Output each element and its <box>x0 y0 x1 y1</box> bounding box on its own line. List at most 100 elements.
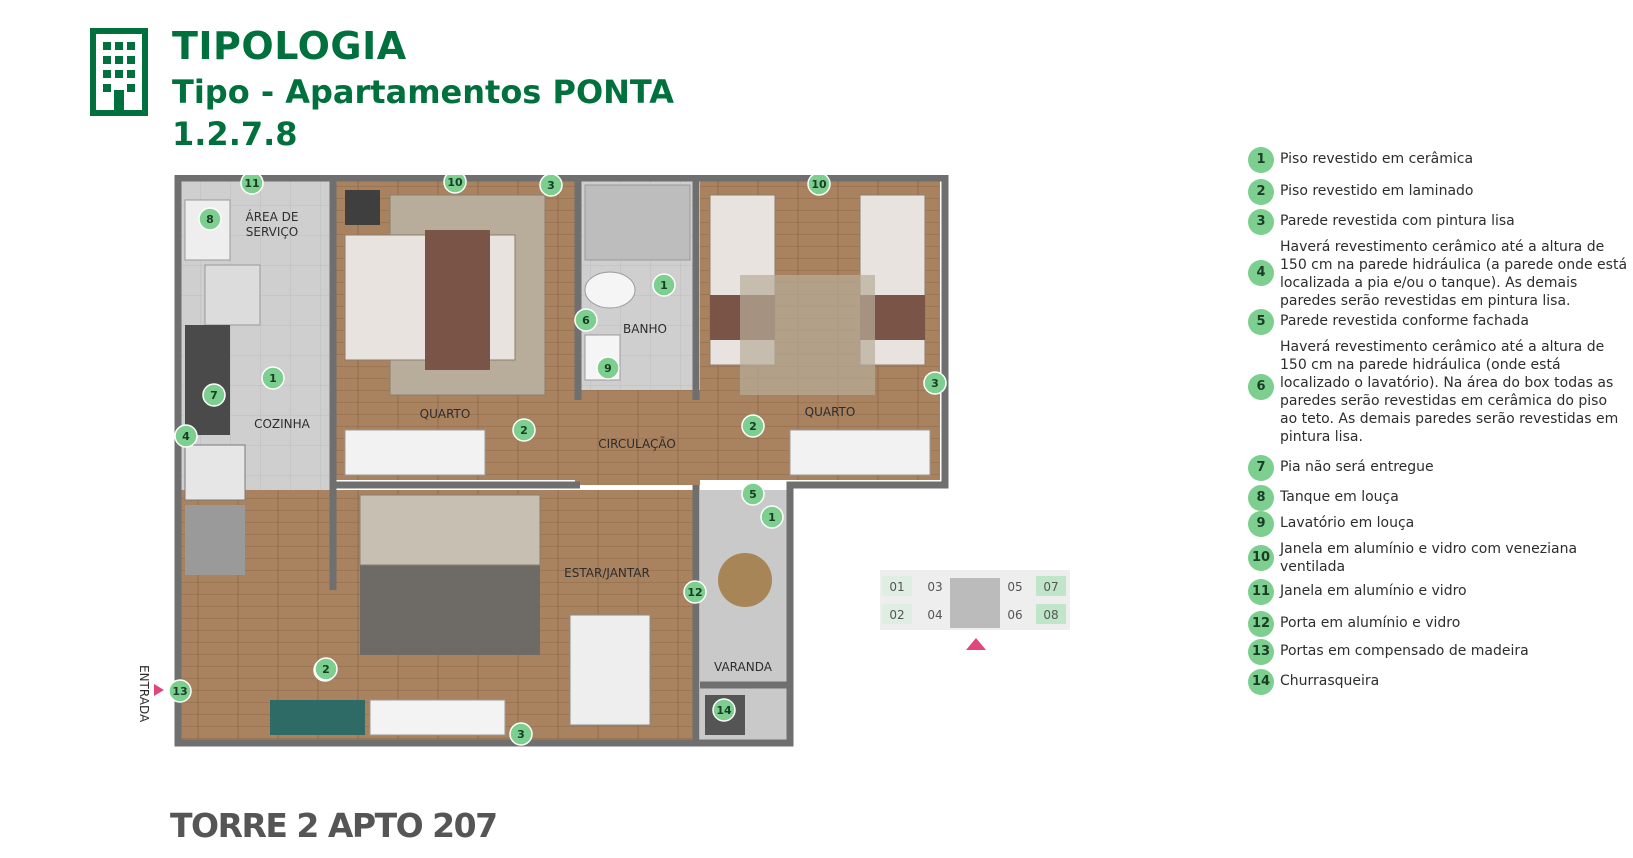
svg-text:13: 13 <box>172 685 187 698</box>
svg-text:10: 10 <box>447 176 463 189</box>
washing-machine <box>204 264 261 326</box>
entrance-label: ENTRADA <box>140 665 151 723</box>
svg-text:1: 1 <box>660 279 668 292</box>
marker: 2 <box>314 657 338 681</box>
kitchen-counter <box>185 325 230 435</box>
marker: 1 <box>760 505 784 529</box>
unit-numbers: 1.2.7.8 <box>172 115 298 153</box>
bench-green <box>270 700 365 735</box>
svg-text:4: 4 <box>182 430 190 443</box>
room-label-banho: BANHO <box>623 322 667 336</box>
legend-badge: 1 <box>1248 147 1274 173</box>
building-icon <box>90 28 148 116</box>
svg-text:3: 3 <box>931 377 939 390</box>
marker: 3 <box>539 175 563 197</box>
marker: 4 <box>174 424 198 448</box>
svg-text:1: 1 <box>269 372 277 385</box>
room-label-quarto-1: QUARTO <box>420 407 471 421</box>
fridge <box>185 505 245 575</box>
north-arrow-icon <box>966 638 986 650</box>
legend-badge: 13 <box>1248 639 1274 665</box>
legend-text: Tanque em louça <box>1280 489 1399 505</box>
page-subtitle: Tipo - Apartamentos PONTA <box>172 73 675 111</box>
legend-text: Haverá revestimento cerâmico até a altur… <box>1280 239 1628 309</box>
keyplan-unit: 01 <box>889 580 904 594</box>
svg-text:14: 14 <box>716 704 732 717</box>
floor-plan: ÁREA DE SERVIÇO COZINHA QUARTO BANHO CIR… <box>140 175 949 747</box>
legend-text: Piso revestido em cerâmica <box>1280 151 1474 167</box>
marker: 2 <box>512 418 536 442</box>
legend-text: Parede revestida com pintura lisa <box>1280 213 1515 229</box>
legend-text: Janela em alumínio e vidro <box>1280 583 1467 599</box>
legend-text: Churrasqueira <box>1280 673 1380 689</box>
room-label-estar-jantar: ESTAR/JANTAR <box>564 566 650 580</box>
toilet <box>584 271 636 309</box>
keyplan-unit: 07 <box>1043 580 1058 594</box>
marker: 8 <box>198 207 222 231</box>
marker: 13 <box>168 679 192 703</box>
legend-badge: 6 <box>1248 374 1274 400</box>
room-label-circulacao: CIRCULAÇÃO <box>598 436 676 451</box>
shower <box>584 184 691 261</box>
marker: 2 <box>741 414 765 438</box>
marker: 3 <box>923 371 947 395</box>
walls <box>174 175 949 747</box>
page-title: TIPOLOGIA <box>172 24 407 68</box>
svg-text:9: 9 <box>604 362 612 375</box>
legend-text: Portas em compensado de madeira <box>1280 643 1529 659</box>
legend-badge: 12 <box>1248 611 1274 637</box>
keyplan-unit: 05 <box>1007 580 1022 594</box>
marker: 3 <box>509 722 533 746</box>
marker: 10 <box>807 175 831 196</box>
keyplan-unit: 04 <box>927 608 942 622</box>
circulation-floor <box>575 390 700 485</box>
svg-text:12: 12 <box>687 586 702 599</box>
key-plan: 01 03 05 07 02 04 06 08 <box>880 570 1070 650</box>
svg-text:3: 3 <box>517 728 525 741</box>
sofa <box>359 494 541 566</box>
room-label-area-servico-2: SERVIÇO <box>246 225 298 239</box>
keyplan-unit: 02 <box>889 608 904 622</box>
legend-badge: 8 <box>1248 485 1274 511</box>
rug-bedroom-2 <box>740 275 875 395</box>
marker: 9 <box>596 356 620 380</box>
svg-text:7: 7 <box>210 389 218 402</box>
legend-text: Janela em alumínio e vidro com veneziana… <box>1280 541 1578 575</box>
marker: 1 <box>261 366 285 390</box>
legend-badge: 3 <box>1248 209 1274 235</box>
legend-text: Lavatório em louça <box>1280 515 1415 531</box>
blanket <box>425 230 490 370</box>
legend-text: Piso revestido em laminado <box>1280 183 1474 199</box>
marker: 1 <box>652 273 676 297</box>
svg-text:8: 8 <box>206 213 214 226</box>
legend-badge: 11 <box>1248 579 1274 605</box>
keyplan-unit: 03 <box>927 580 942 594</box>
marker: 12 <box>683 580 707 604</box>
svg-text:3: 3 <box>547 179 555 192</box>
legend-badge: 9 <box>1248 511 1274 537</box>
entrance-arrow-icon <box>154 684 164 696</box>
legend-text: Parede revestida conforme fachada <box>1280 313 1529 329</box>
svg-text:11: 11 <box>244 177 259 190</box>
keyplan-unit: 08 <box>1043 608 1058 622</box>
legend-text: Pia não será entregue <box>1280 459 1434 475</box>
svg-text:2: 2 <box>322 663 330 676</box>
marker: 6 <box>574 308 598 332</box>
marker: 5 <box>741 482 765 506</box>
legend-badge: 7 <box>1248 455 1274 481</box>
legend-badge: 5 <box>1248 309 1274 335</box>
unit-caption: TORRE 2 APTO 207 <box>170 806 498 845</box>
legend-text: Porta em alumínio e vidro <box>1280 615 1461 631</box>
legend-badge: 10 <box>1248 545 1274 571</box>
legend-badge: 14 <box>1248 669 1274 695</box>
room-label-cozinha: COZINHA <box>254 417 311 431</box>
marker: 14 <box>712 698 736 722</box>
marker: 11 <box>240 175 264 195</box>
balcony-table <box>718 553 772 607</box>
nightstand <box>345 190 380 225</box>
marker: 10 <box>443 175 467 194</box>
svg-text:10: 10 <box>811 178 827 191</box>
dining-table <box>569 614 651 726</box>
legend-text: Haverá revestimento cerâmico até a altur… <box>1280 339 1619 445</box>
